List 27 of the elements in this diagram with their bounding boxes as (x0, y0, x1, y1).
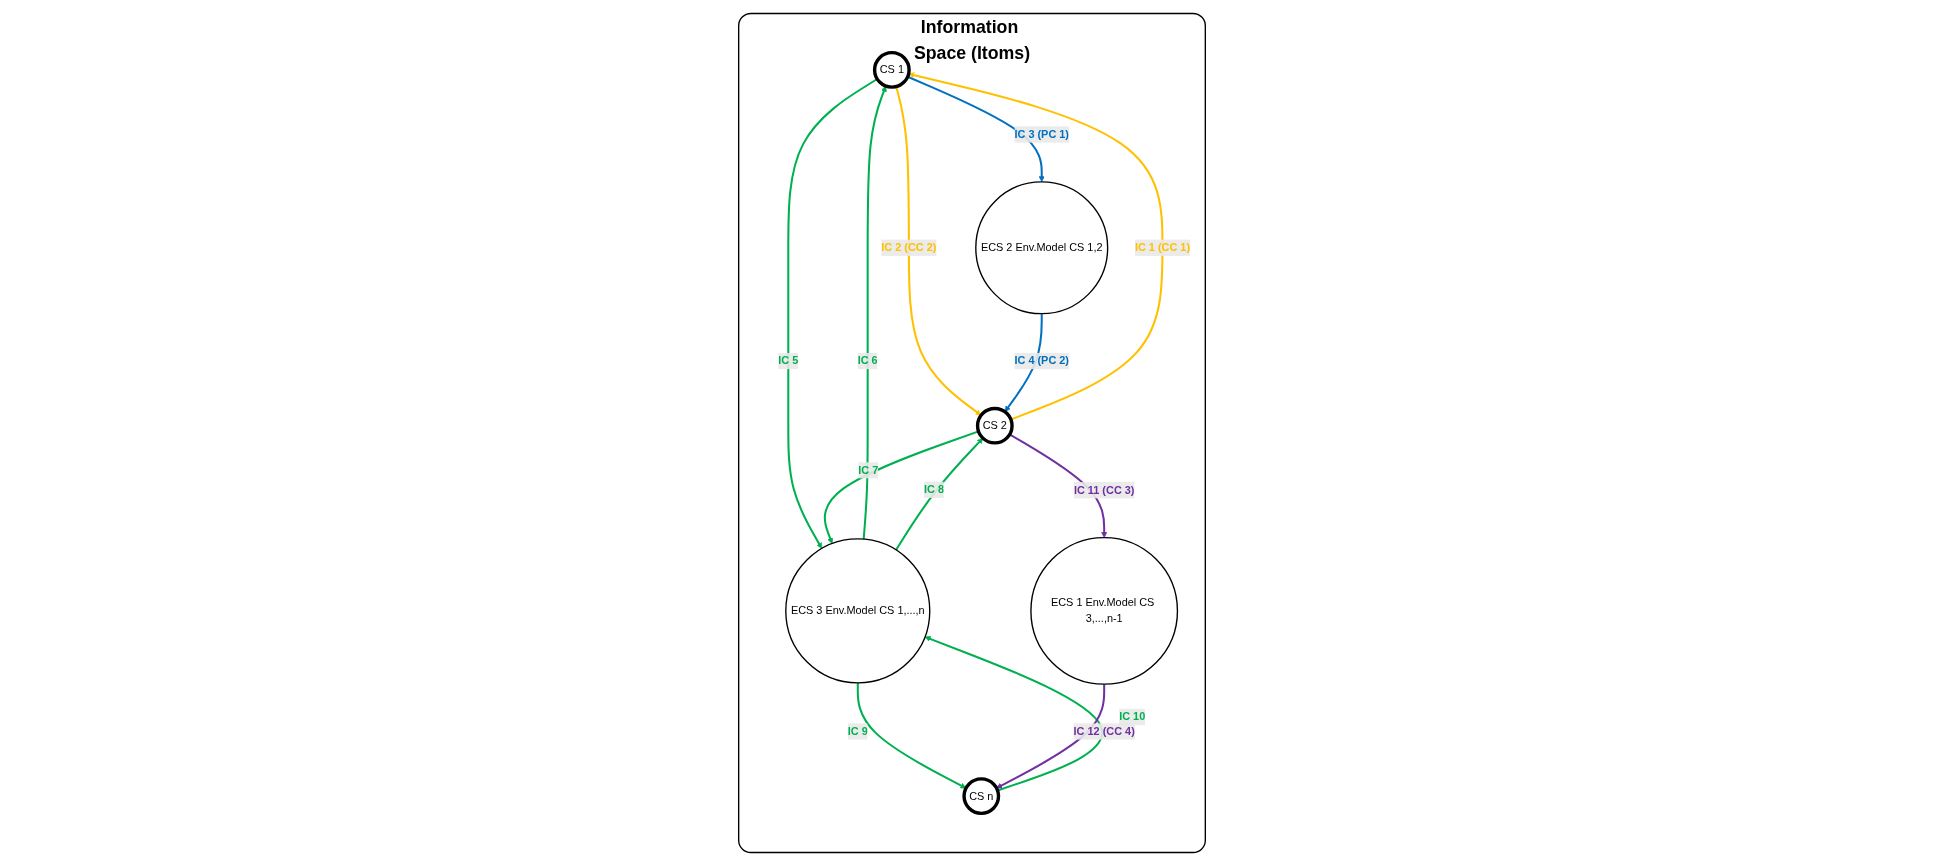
node-circle: CS n (961, 777, 1000, 816)
node-circle: CS 1 (872, 50, 911, 89)
edge-label: IC 9 (847, 725, 868, 737)
edge-label: IC 2 (CC 2) (880, 241, 936, 254)
node-circle: ECS 3 Env.Model CS 1,...,n (784, 538, 930, 684)
arrow (924, 636, 1103, 792)
edge-label: IC 10 (1118, 710, 1145, 723)
arrow (995, 684, 1105, 789)
arrow (894, 86, 981, 416)
arrow (856, 682, 966, 789)
arrow (894, 437, 983, 551)
arrow (786, 78, 878, 549)
edge-label: IC 6 (857, 354, 878, 367)
edge-label: IC 1 (CC 1) (1134, 241, 1190, 254)
node-circle: ECS 1 Env.Model CS 3,...,n-1 (1029, 536, 1178, 685)
arrow (1008, 433, 1107, 538)
node-circle: CS 2 (975, 406, 1014, 445)
edge-label: IC 5 (777, 354, 798, 367)
edge-label: IC 3 (PC 1) (1013, 128, 1069, 140)
arrow (907, 72, 1163, 421)
edge-label: IC 11 (CC 3) (1073, 484, 1134, 496)
edge-label: IC 7 (857, 464, 878, 476)
edge-label: IC 12 (CC 4) (1073, 725, 1135, 737)
edge-label: IC 4 (PC 2) (1013, 354, 1069, 367)
arrow (862, 85, 887, 540)
edge-label: IC 8 (923, 483, 944, 496)
node-circle: ECS 2 Env.Model CS 1,2 (974, 181, 1108, 315)
